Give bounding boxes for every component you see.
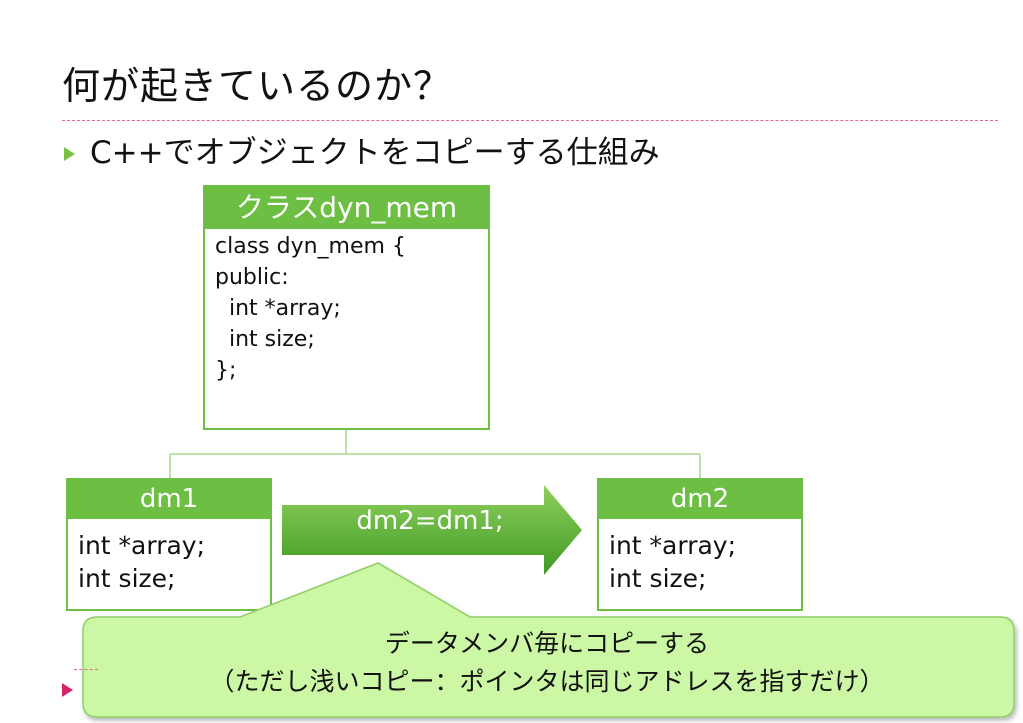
bottom-divider bbox=[74, 669, 98, 670]
dm2-header: dm2 bbox=[599, 480, 801, 519]
slide-title: 何が起きているのか？ bbox=[62, 64, 453, 108]
callout-line-1: データメンバ毎にコピーする bbox=[384, 629, 710, 658]
callout-shape bbox=[82, 562, 1015, 718]
dm1-header: dm1 bbox=[68, 480, 270, 519]
dm2-members: int *array; int size; bbox=[609, 531, 737, 593]
dm1-members: int *array; int size; bbox=[78, 531, 206, 593]
dm2-instance-box: dm2 int *array; int size; bbox=[597, 478, 803, 611]
callout-text: データメンバ毎にコピーする （ただし浅いコピー：ポインタは同じアドレスを指すだけ… bbox=[82, 625, 1012, 701]
class-box-code: class dyn_mem { public: int *array; int … bbox=[215, 234, 406, 383]
class-dyn-mem-box: クラスdyn_mem class dyn_mem { public: int *… bbox=[203, 185, 490, 430]
bullet-triangle-icon bbox=[64, 147, 75, 161]
bullet-text: C++でオブジェクトをコピーする仕組み bbox=[90, 135, 660, 171]
bottom-bullet-triangle-icon bbox=[62, 683, 73, 697]
dm1-instance-box: dm1 int *array; int size; bbox=[66, 478, 272, 611]
callout-line-2: （ただし浅いコピー：ポインタは同じアドレスを指すだけ） bbox=[209, 667, 885, 696]
assignment-label: dm2=dm1; bbox=[356, 506, 504, 536]
assignment-arrow-icon bbox=[282, 485, 582, 575]
class-box-header: クラスdyn_mem bbox=[205, 187, 488, 229]
title-divider bbox=[62, 120, 998, 121]
